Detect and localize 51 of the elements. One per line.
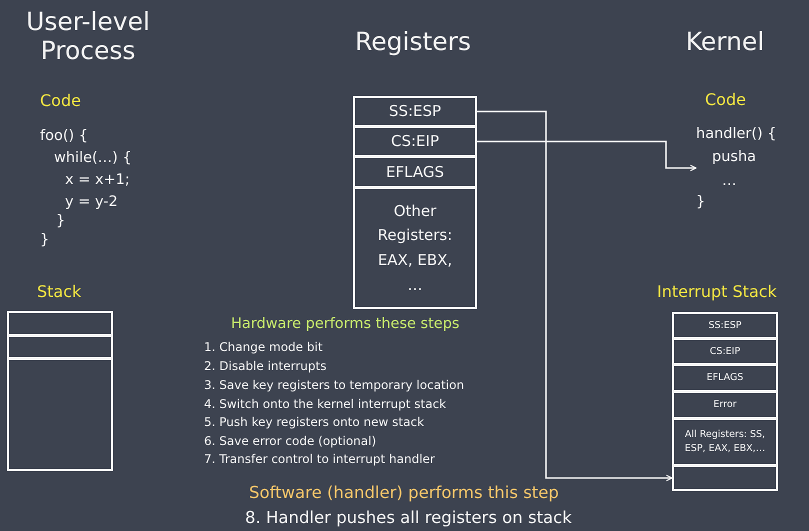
heading: User-level Process (25, 8, 151, 66)
step-item: 7. Transfer control to interrupt handler (204, 453, 435, 467)
register-cell (353, 96, 477, 127)
cell-text: EFLAGS (706, 371, 744, 385)
step-item: 2. Disable interrupts (204, 360, 326, 374)
arrow (477, 110, 673, 482)
step-item: 4. Switch onto the kernel interrupt stack (204, 398, 446, 412)
stack-cell (672, 338, 778, 365)
code-line: pusha (712, 149, 756, 166)
register-cell (353, 156, 477, 188)
code-line: while(…) { (54, 150, 132, 167)
step-item: 5. Push key registers onto new stack (204, 416, 424, 430)
code-line: … (722, 173, 736, 190)
code-line: } (40, 232, 50, 249)
code-line: x = x+1; (65, 172, 130, 189)
cell-text: EFLAGS (385, 162, 445, 183)
stack-cell (672, 391, 778, 419)
section-title: Software (handler) performs this step (249, 484, 559, 503)
stack-cell (672, 418, 778, 466)
heading: Registers (354, 28, 472, 57)
step-item: 3. Save key registers to temporary location (204, 379, 464, 393)
code-line: } (696, 194, 706, 211)
section-title: Hardware performs these steps (231, 316, 460, 333)
stack-cell (672, 364, 778, 392)
stack-cell (7, 358, 113, 471)
stack-cell (672, 465, 778, 491)
section-title: Interrupt Stack (657, 283, 777, 302)
cell-text: Other Registers: EAX, EBX, … (376, 200, 454, 296)
stack-cell (672, 312, 778, 339)
step-item: 6. Save error code (optional) (204, 435, 376, 449)
cell-text: SS:ESP (707, 318, 743, 332)
section-title: Code (40, 92, 81, 110)
code-line: } (56, 213, 66, 230)
cell-text: CS:EIP (708, 344, 742, 358)
cell-text: CS:EIP (390, 131, 440, 152)
register-cell (353, 187, 477, 309)
code-line: foo() { (40, 128, 88, 145)
cell-text: Error (712, 398, 738, 412)
heading: Kernel (684, 28, 766, 57)
register-cell (353, 126, 477, 157)
stack-cell (7, 311, 113, 336)
section-title: Code (705, 91, 746, 110)
code-line: handler() { (696, 126, 777, 143)
code-line: y = y-2 (65, 194, 118, 211)
stack-cell (7, 335, 113, 359)
arrow (477, 140, 697, 172)
section-title: Stack (37, 283, 82, 302)
cell-text: SS:ESP (388, 101, 442, 122)
cell-text: All Registers: SS, ESP, EAX, EBX,… (684, 428, 766, 456)
step-item: 8. Handler pushes all registers on stack (245, 509, 572, 528)
step-item: 1. Change mode bit (204, 341, 323, 355)
